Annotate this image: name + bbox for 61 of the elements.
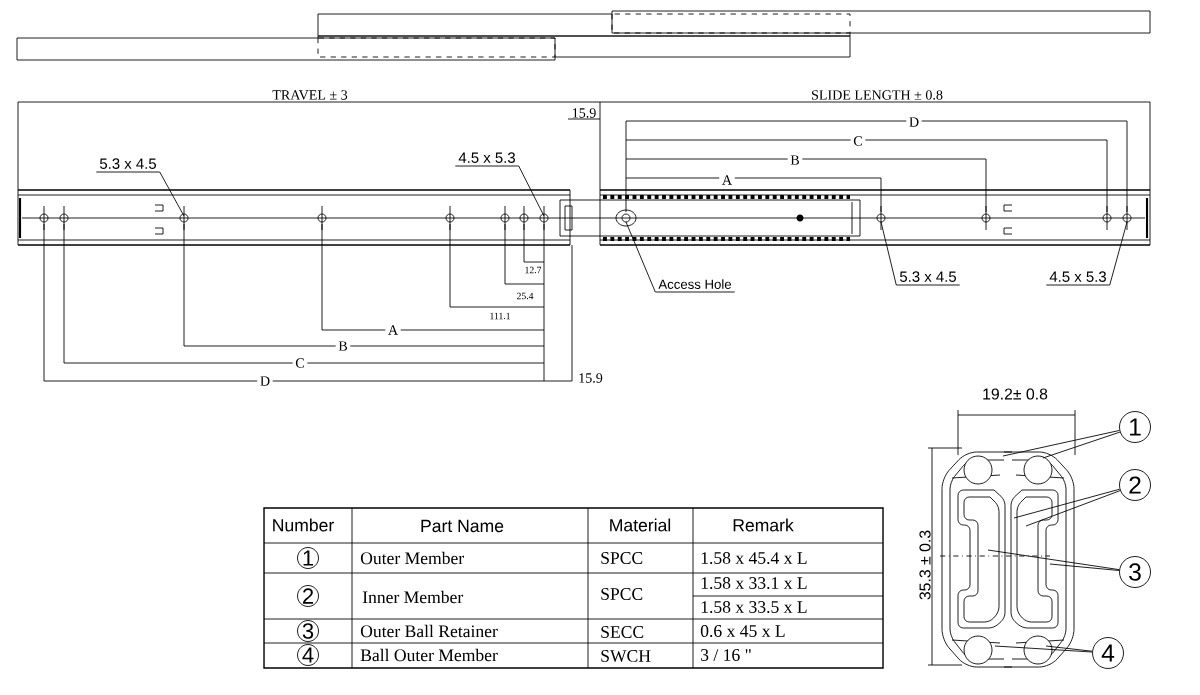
dimension-letter: B [335,338,351,354]
leader-line [1049,563,1120,571]
leader-line [1002,430,1120,457]
table-text: 1.58 x 33.1 x L [701,577,807,589]
dimension-letter: D [257,373,273,389]
leader-line [880,221,961,286]
leader-line [1025,490,1121,527]
column-header: Number [273,518,334,532]
callout-number: 1 [1119,411,1151,443]
callout-number: 4 [1092,637,1124,669]
drawer-slide-drawing [17,189,1151,246]
leader-line [1045,645,1093,652]
dimension-letter: C [292,355,308,371]
dimension-text: 19.2± 0.8 [983,388,1048,400]
table-text: SECC [601,626,644,638]
leader-line [1045,221,1128,286]
dimension-letter: A [385,322,401,338]
table-text: Outer Ball Retainer [360,624,498,638]
circled-number: 2 [297,585,319,607]
callout-number: 2 [1119,469,1151,501]
dimension-letter: B [787,152,803,168]
table-text: 1.58 x 45.4 x L [701,552,807,564]
table-text: Outer Member [360,551,464,565]
dimension-letter: A [719,172,735,188]
size-label: 4.5 x 5.3 [1049,271,1106,282]
callout-number: 3 [1119,556,1151,588]
table-text: SPCC [601,552,643,564]
leader-line [95,171,185,217]
table-text: Inner Member [362,590,464,604]
dimension-letter: C [850,133,866,149]
size-label: 4.5 x 5.3 [458,152,515,163]
circled-number: 1 [297,547,319,569]
leader-line [987,549,1120,571]
column-header: Part Name [421,519,504,533]
leader-line [454,165,545,217]
table-text: 3 / 16 " [701,649,751,661]
column-header: Remark [733,518,794,532]
leader-line [994,645,1093,653]
leader-line [1042,431,1121,459]
dimension-text: 111.1 [490,312,510,320]
column-header: Material [610,518,671,532]
leader-line [1013,488,1121,519]
dimension-text: TRAVEL ± 3 [272,90,348,100]
table-text: Ball Outer Member [360,648,498,662]
dimension-text: SLIDE LENGTH ± 0.8 [812,90,943,100]
table-text: 0.6 x 45 x L [700,625,785,637]
circled-number: 3 [297,620,319,642]
table-text: SWCH [601,650,651,662]
size-label: 5.3 x 4.5 [99,158,157,169]
dimension-text: 12.7 [525,266,542,274]
dimension-letter: D [906,114,922,130]
size-label: 5.3 x 4.5 [899,271,957,282]
cross-section-drawing [939,451,1075,668]
dimension-text: 15.9 [579,373,603,383]
size-label: Access Hole [658,279,732,289]
table-text: SPCC [601,588,643,600]
dimension-text: 25.4 [516,292,534,300]
dimension-text: 15.9 [572,108,596,118]
circled-number: 4 [297,644,319,666]
table-text: 1.58 x 33.5 x L [701,601,807,613]
leader-line [625,221,736,293]
